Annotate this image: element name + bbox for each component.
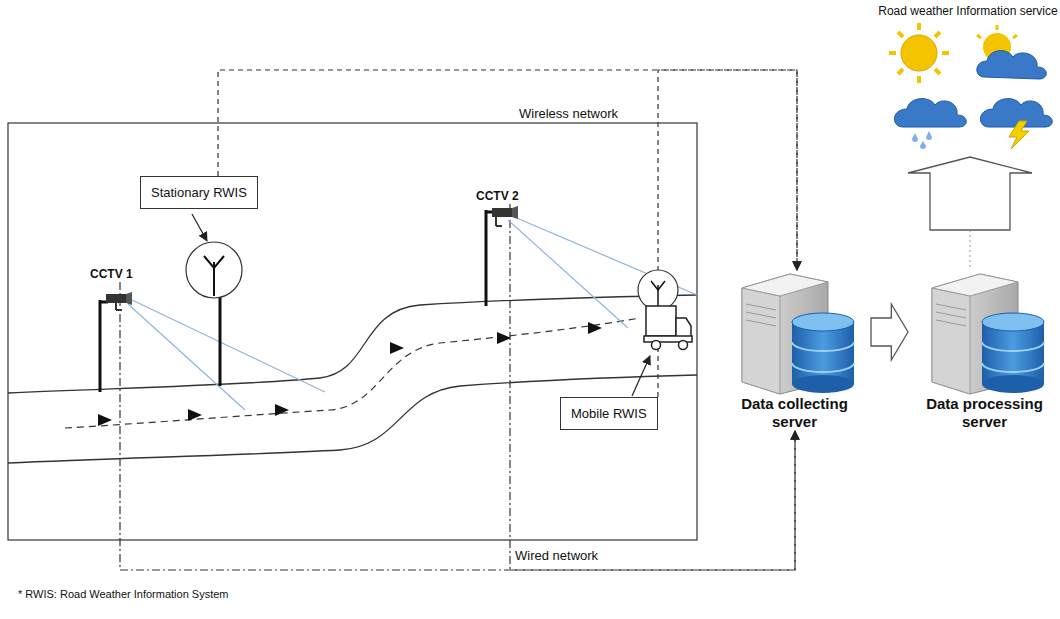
camera-label: CCTV 1 bbox=[88, 266, 135, 282]
node-text: Data processing server bbox=[912, 395, 1057, 431]
edge-label: Wired network bbox=[512, 548, 601, 563]
node-text: Stationary RWIS bbox=[151, 185, 247, 200]
callout-box: Stationary RWIS bbox=[140, 176, 258, 209]
node-text: Data collecting server bbox=[722, 395, 867, 431]
network-line bbox=[120, 282, 795, 570]
block-arrow bbox=[908, 157, 1032, 230]
footnote: * RWIS: Road Weather Information System bbox=[18, 588, 229, 600]
node-text: CCTV 1 bbox=[90, 267, 133, 281]
edge-label: Wireless network bbox=[516, 106, 621, 121]
callout-box: Mobile RWIS bbox=[560, 397, 658, 430]
server-icon bbox=[920, 270, 1050, 395]
camera-view bbox=[128, 216, 697, 410]
pole bbox=[100, 210, 486, 392]
network-line bbox=[218, 70, 797, 270]
node-text: Road weather Information service bbox=[878, 4, 1058, 19]
server-icon bbox=[730, 270, 860, 395]
truck bbox=[638, 270, 692, 350]
server-node: Data processing server bbox=[912, 270, 1057, 431]
leader-line bbox=[632, 356, 650, 396]
server-node: Data collecting server bbox=[722, 270, 867, 431]
antenna bbox=[186, 242, 242, 298]
cctv-camera bbox=[486, 206, 518, 226]
block-arrow bbox=[871, 304, 908, 360]
network-line bbox=[658, 70, 797, 397]
direction-arrows bbox=[98, 322, 602, 426]
leader-line bbox=[192, 214, 207, 241]
service-panel: Road weather Information service bbox=[878, 4, 1058, 149]
lane-line bbox=[65, 318, 640, 428]
node-text: CCTV 2 bbox=[476, 189, 519, 203]
cctv-camera bbox=[100, 292, 132, 310]
road-edge bbox=[8, 375, 697, 463]
camera-label: CCTV 2 bbox=[474, 188, 521, 204]
area-frame bbox=[8, 123, 697, 540]
weather-icons bbox=[879, 21, 1057, 149]
connector-stem bbox=[970, 230, 971, 268]
node-text: Mobile RWIS bbox=[571, 406, 647, 421]
network-line bbox=[510, 204, 795, 570]
